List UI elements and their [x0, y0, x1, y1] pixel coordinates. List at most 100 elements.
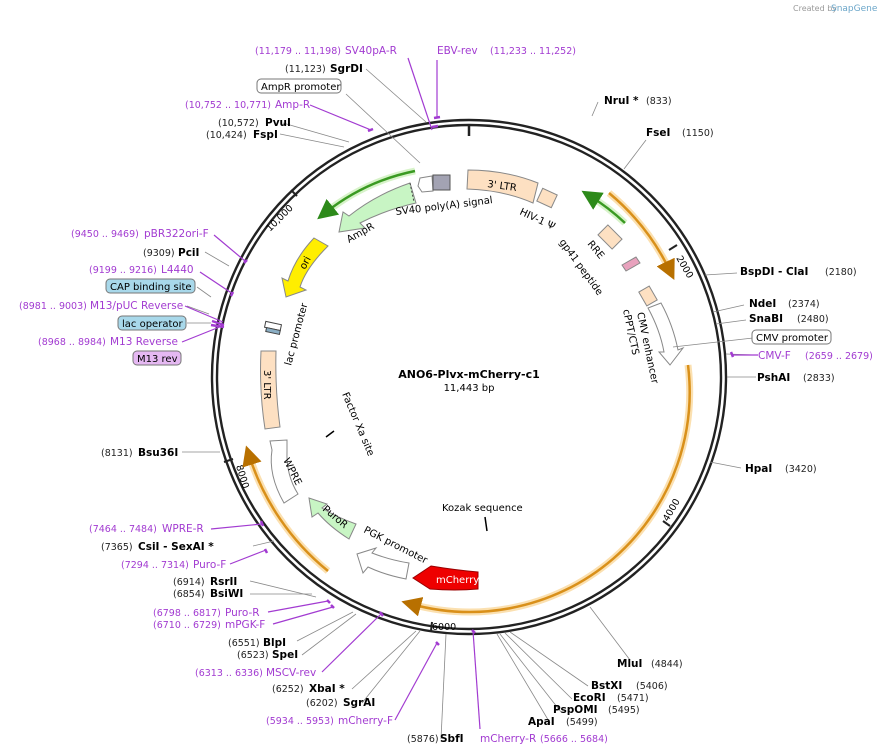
orf-arc-1 [608, 192, 675, 281]
enzyme-ndei-pos: (2374) [788, 299, 820, 310]
enzyme-pspomi-pos: (5495) [608, 705, 640, 716]
primer-pbr322ori-f-name: pBR322ori-F [144, 228, 209, 240]
enzyme-fsei-pos: (1150) [682, 128, 714, 139]
m13-rev-box-label: M13 rev [137, 354, 178, 365]
primer-pbr322ori-f-range: (9450 .. 9469) [71, 229, 139, 240]
wpre-feature [269, 439, 299, 504]
kozak-label: Kozak sequence [442, 503, 523, 514]
tick-mark-4000 [662, 520, 671, 527]
tick-mark-10000 [290, 189, 298, 197]
tick-mark-8000 [223, 458, 234, 463]
primer-mscv-rev-name: MSCV-rev [266, 667, 316, 679]
rre-label: RRE [585, 239, 606, 262]
cap-binding-site-box [105, 278, 196, 294]
pgk-feature [356, 547, 410, 580]
enzyme-fsei-name: FseI [646, 127, 670, 139]
hiv-psi-feature [536, 187, 558, 209]
primer-cmv-f-range: (2659 .. 2679) [805, 351, 873, 362]
enzyme-bspdi-pos: (2180) [825, 267, 857, 278]
lac-promoter-label: lac promoter [283, 301, 310, 367]
enzyme-bspdi-name: BspDI - ClaI [740, 266, 808, 278]
rre-feature [597, 224, 623, 250]
enzyme-bsu36i-name: Bsu36I [138, 447, 178, 459]
enzyme-fspi-pos: (10,424) [206, 130, 247, 141]
primer-m13-puc-reverse-range: (8981 .. 9003) [19, 301, 87, 312]
backbone-outer-ring [210, 118, 728, 636]
enzyme-snabi-name: SnaBI [749, 313, 783, 325]
gp41-feature [621, 256, 641, 272]
primer-mcherry-r-range: (5666 .. 5684) [540, 734, 608, 745]
primer-puro-r-name: Puro-R [225, 607, 260, 619]
primer-mpgk-f-range: (6710 .. 6729) [153, 620, 221, 631]
enzyme-ndei-name: NdeI [749, 298, 776, 310]
enzyme-pvui-name: PvuI [265, 117, 291, 129]
primer-mcherry-f-name: mCherry-F [338, 715, 393, 727]
cmv-promoter-box [751, 329, 832, 345]
ltr5-label: 3' LTR [487, 179, 518, 194]
primer-puro-r-range: (6798 .. 6817) [153, 608, 221, 619]
leader-lines [182, 68, 757, 740]
primer-amp-r-range: (10,752 .. 10,771) [185, 100, 271, 111]
enzyme-snabi-pos: (2480) [797, 314, 829, 325]
orf-arc-2 [401, 364, 691, 617]
enzyme-bsiwi-pos: (6854) [173, 589, 205, 600]
boxed-labels: AmpR promoter CMV promoter CAP binding s… [105, 78, 832, 366]
ori-feature [281, 237, 329, 298]
lac-operator-box [117, 315, 187, 331]
ampr-feature [338, 182, 417, 233]
mcherry-feature [412, 565, 479, 591]
credit-prefix: Created by [793, 4, 837, 13]
enzyme-sbfi-pos: (5876) [407, 734, 439, 745]
enzyme-ecori-name: EcoRI [573, 692, 606, 704]
ori-label: ori [298, 255, 314, 272]
primer-mpgk-f-name: mPGK-F [225, 619, 265, 631]
snapgene-logo: SnapGene [831, 4, 878, 14]
enzyme-rsrii-pos: (6914) [173, 577, 205, 588]
enzyme-pspomi-name: PspOMI [553, 704, 598, 716]
enzyme-pcii-pos: (9309) [143, 248, 175, 259]
enzyme-pvui-pos: (10,572) [218, 118, 259, 129]
enzyme-bsu36i-pos: (8131) [101, 448, 133, 459]
ltr3-label: 3' LTR [261, 370, 272, 400]
sv40-feature [432, 174, 451, 191]
enzyme-hpai-name: HpaI [745, 463, 772, 475]
enzyme-nrui-pos: (833) [646, 96, 672, 107]
enzyme-sgrai-pos: (6202) [306, 698, 338, 709]
primer-mcherry-r-name: mCherry-R [480, 733, 536, 745]
enzyme-bstxi-name: BstXI [591, 680, 622, 692]
green-arc-1 [317, 169, 416, 220]
enzyme-csii-name: CsiI - SexAI * [138, 541, 214, 553]
enzyme-apai-name: ApaI [528, 716, 555, 728]
enzyme-csii-pos: (7365) [101, 542, 133, 553]
primer-mcherry-f-range: (5934 .. 5953) [266, 716, 334, 727]
lac-operator-box-label: lac operator [122, 319, 183, 330]
green-arc-2 [581, 190, 626, 224]
enzyme-pshai-pos: (2833) [803, 373, 835, 384]
enzyme-mlui-name: MluI [617, 658, 642, 670]
ltr5-feature [466, 169, 539, 204]
primer-mscv-rev-range: (6313 .. 6336) [195, 668, 263, 679]
enzyme-hpai-pos: (3420) [785, 464, 817, 475]
m13-rev-box [132, 350, 182, 366]
tick-mark-2000 [668, 244, 678, 251]
tick-label-10000: 10,000 [264, 203, 295, 234]
enzyme-bstxi-pos: (5406) [636, 681, 668, 692]
enzyme-mlui-pos: (4844) [651, 659, 683, 670]
enzyme-blpi-pos: (6551) [228, 638, 260, 649]
primer-m13-puc-reverse-name: M13/pUC Reverse [90, 300, 183, 312]
ampr-dotted-edge [409, 182, 415, 203]
enzyme-nrui-name: NruI * [604, 95, 639, 107]
enzyme-xbai-name: XbaI * [309, 683, 345, 695]
factor-xa-feature [325, 430, 335, 438]
primer-wpre-r-range: (7464 .. 7484) [89, 524, 157, 535]
primer-puro-f-range: (7294 .. 7314) [121, 560, 189, 571]
tick-mark-6000 [430, 621, 433, 632]
enzyme-labels: NruI * (833) FseI (1150) BspDI - ClaI (2… [101, 63, 857, 745]
primer-leader-lines [181, 57, 758, 730]
enzyme-sgrdi-pos: (11,123) [285, 64, 326, 75]
enzyme-apai-pos: (5499) [566, 717, 598, 728]
ampr-promoter-box-label: AmpR promoter [261, 82, 341, 93]
primer-sv40pa-r-name: SV40pA-R [345, 45, 397, 57]
enzyme-pcii-name: PciI [178, 247, 199, 259]
